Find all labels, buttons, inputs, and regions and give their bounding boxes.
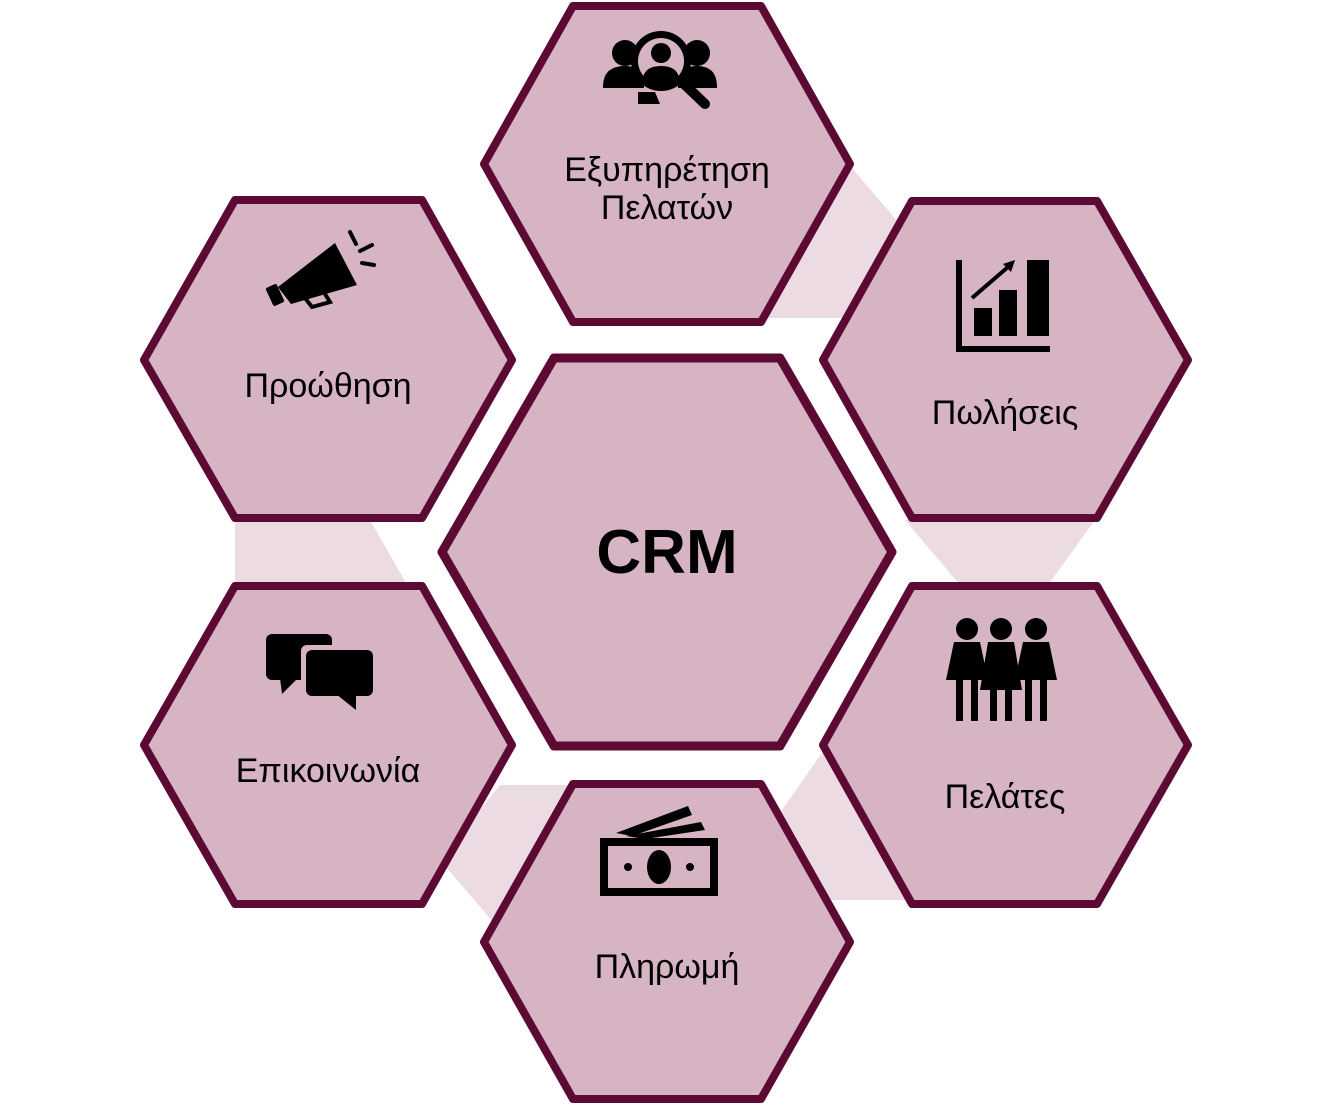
megaphone-icon bbox=[265, 230, 376, 310]
connectors bbox=[235, 125, 1095, 930]
label-communication: Επικοινωνία bbox=[236, 752, 421, 790]
center-node: CRM bbox=[437, 353, 897, 751]
hexagon-communication bbox=[140, 582, 516, 908]
node-customer-service: Εξυπηρέτηση Πελατών bbox=[480, 2, 854, 326]
center-label: CRM bbox=[596, 518, 737, 587]
connector-customers-payment bbox=[775, 720, 905, 900]
hexagon-payment bbox=[480, 780, 854, 1103]
hexagon-customer-service bbox=[480, 2, 854, 326]
center-hexagon bbox=[437, 353, 897, 751]
node-customers: Πελάτες bbox=[819, 582, 1192, 908]
label-promotion: Προώθηση bbox=[244, 367, 411, 405]
label-customers: Πελάτες bbox=[945, 778, 1066, 816]
label-sales: Πωλήσεις bbox=[932, 394, 1078, 432]
node-communication: Επικοινωνία bbox=[140, 582, 516, 908]
chat-bubbles-icon bbox=[266, 634, 378, 710]
label-payment: Πληρωμή bbox=[595, 948, 740, 986]
people-group-icon bbox=[946, 618, 1057, 721]
connector-payment-communication bbox=[440, 785, 575, 930]
bar-chart-growth-icon bbox=[956, 260, 1050, 352]
node-payment: Πληρωμή bbox=[480, 780, 854, 1103]
user-search-icon bbox=[603, 31, 717, 109]
connector-service-sales bbox=[760, 125, 905, 318]
node-sales: Πωλήσεις bbox=[819, 197, 1192, 522]
connector-communication-promotion bbox=[235, 520, 410, 590]
connector-sales-customers bbox=[905, 520, 1095, 585]
label-customer-service-line2: Πελατών bbox=[601, 189, 733, 227]
hexagon-promotion bbox=[140, 196, 516, 522]
money-icon bbox=[600, 806, 718, 896]
hexagon-customers bbox=[819, 582, 1192, 908]
label-customer-service-line1: Εξυπηρέτηση bbox=[564, 151, 770, 189]
node-promotion: Προώθηση bbox=[140, 196, 516, 522]
hexagon-sales bbox=[819, 197, 1192, 522]
